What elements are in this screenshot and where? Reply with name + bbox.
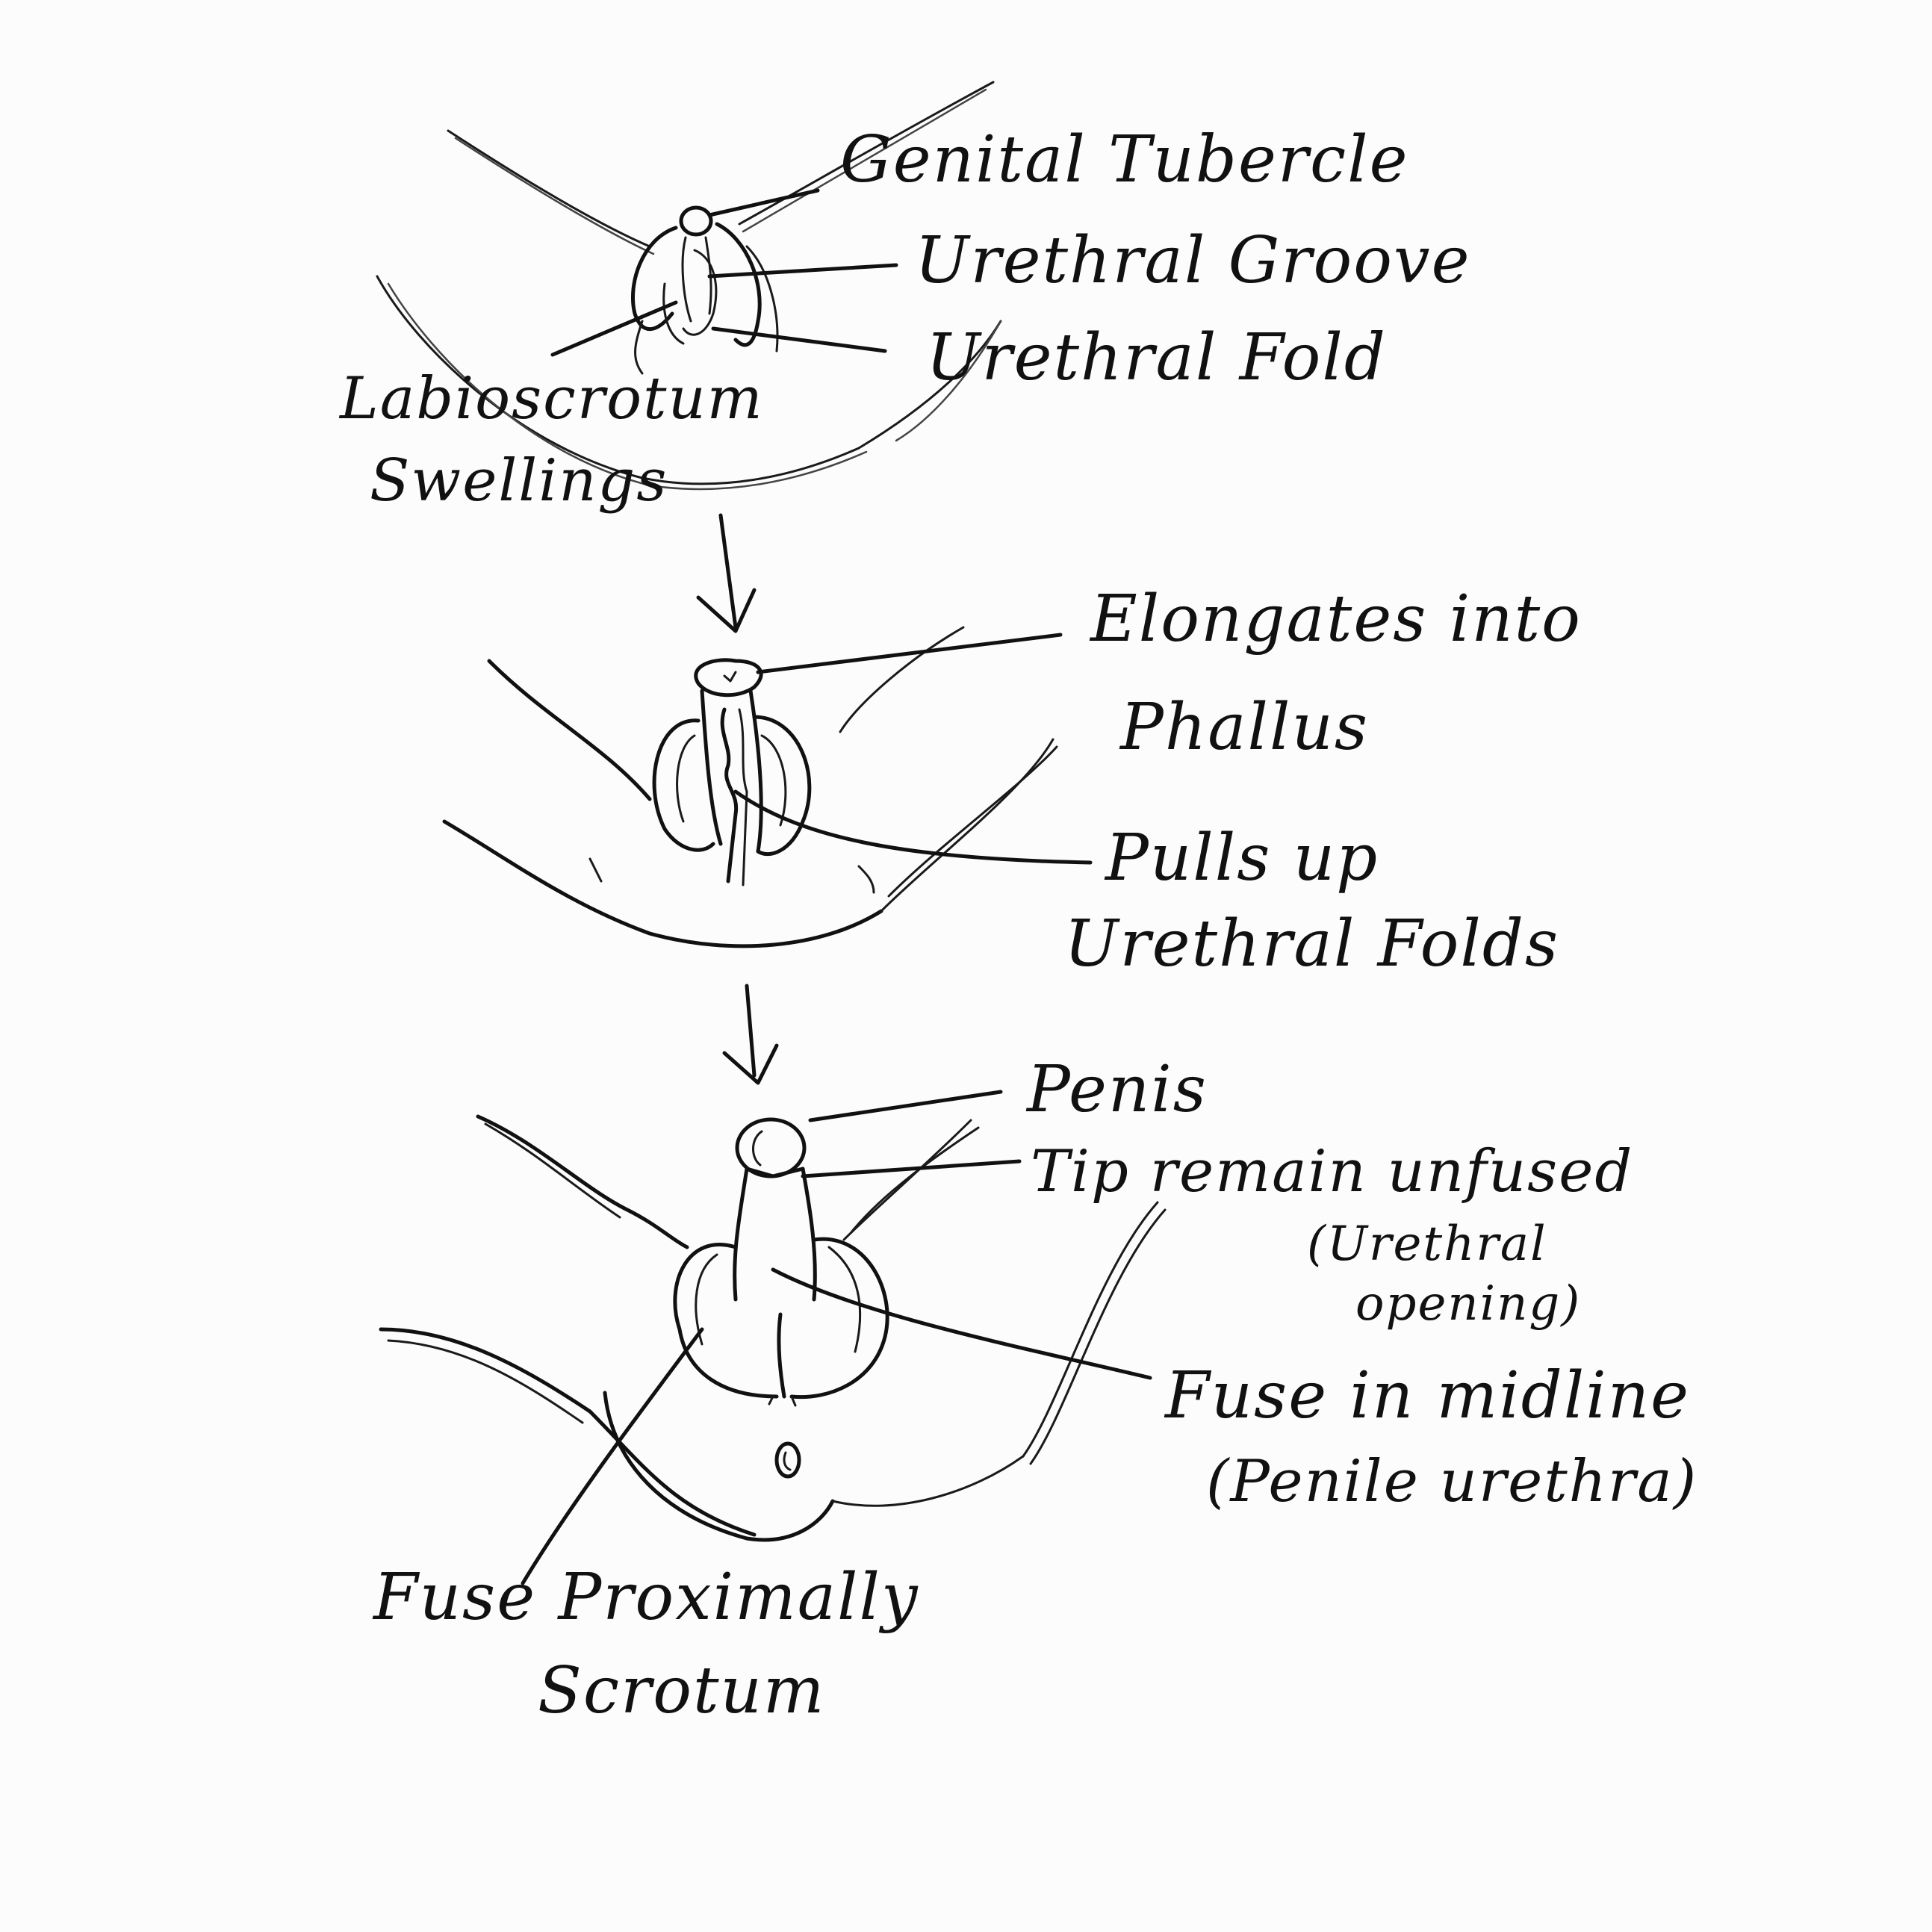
stage1-genital-tubercle (679, 205, 713, 237)
stage2-drawing (442, 626, 1093, 948)
label-fuse-proximally-line2: Scrotum (538, 1653, 826, 1728)
stage2-phallus-shaft (700, 689, 723, 846)
label-pulls-line1: Pulls up (1105, 821, 1379, 895)
leader-urethral-groove (707, 263, 898, 279)
stage3-lower-body (379, 1327, 757, 1537)
label-tip-line3: opening) (1355, 1276, 1582, 1332)
label-labioscrotum-line2: Swellings (370, 447, 668, 515)
stage3-scrotum-right (789, 1237, 889, 1400)
leader-penis (808, 1090, 1003, 1122)
label-fuse-midline-line2: (Penile urethra) (1206, 1448, 1698, 1515)
label-urethral-groove: Urethral Groove (915, 223, 1471, 298)
leader-tip-unfused (801, 1159, 1022, 1178)
leader-genital-tubercle (707, 188, 820, 217)
stage3-anus (774, 1441, 801, 1479)
stage2-right-thigh (839, 626, 965, 733)
stage2-phallus-head (694, 658, 763, 698)
label-tip-line2: (Urethral (1307, 1217, 1547, 1272)
stage2-lower-body (442, 819, 883, 948)
stage2-right-swelling (752, 715, 812, 857)
leader-elongates (756, 633, 1063, 674)
label-tip-line1: Tip remain unfused (1031, 1138, 1634, 1205)
arrow-stage1-to-stage2 (696, 513, 757, 633)
arrow-stage2-to-stage3 (722, 984, 779, 1085)
label-fuse-proximally-line1: Fuse Proximally (373, 1560, 919, 1635)
label-elongates-line2: Phallus (1120, 690, 1370, 765)
stage3-midline-raphe (777, 1312, 786, 1399)
stage3-left-thigh (476, 1114, 689, 1249)
stage2-urethral-folds (720, 707, 739, 883)
stage1-left-thigh (447, 129, 651, 248)
stage1-urethral-groove (681, 236, 692, 323)
label-pulls-line2: Urethral Folds (1064, 907, 1560, 981)
stage3-shaft (733, 1167, 749, 1302)
stage1-right-swelling (715, 222, 762, 347)
leader-urethral-fold (711, 326, 887, 353)
label-urethral-fold: Urethral Fold (926, 320, 1387, 395)
stage1-right-thigh (738, 81, 995, 226)
stage2-left-thigh (487, 659, 652, 801)
leader-pulls-up (733, 789, 1093, 865)
stage1-lower-body (376, 275, 1002, 485)
stage3-scrotum-left (673, 1243, 779, 1399)
label-genital-tubercle: Genital Tubercle (840, 122, 1409, 197)
leader-labioscrotum (550, 300, 678, 357)
label-elongates-line1: Elongates into (1090, 582, 1582, 656)
stage3-drawing (379, 1090, 1167, 1585)
stage1-urethral-fold (682, 249, 718, 336)
label-penis: Penis (1027, 1052, 1208, 1127)
label-labioscrotum-line1: Labioscrotum (340, 365, 764, 432)
stage2-left-swelling (652, 718, 715, 852)
stage1-drawing (376, 81, 1002, 491)
stage1-left-swelling (630, 226, 678, 332)
label-fuse-midline-line1: Fuse in midline (1165, 1358, 1691, 1433)
leader-fuse-proximally (521, 1327, 704, 1585)
leader-fuse-midline (771, 1267, 1152, 1380)
